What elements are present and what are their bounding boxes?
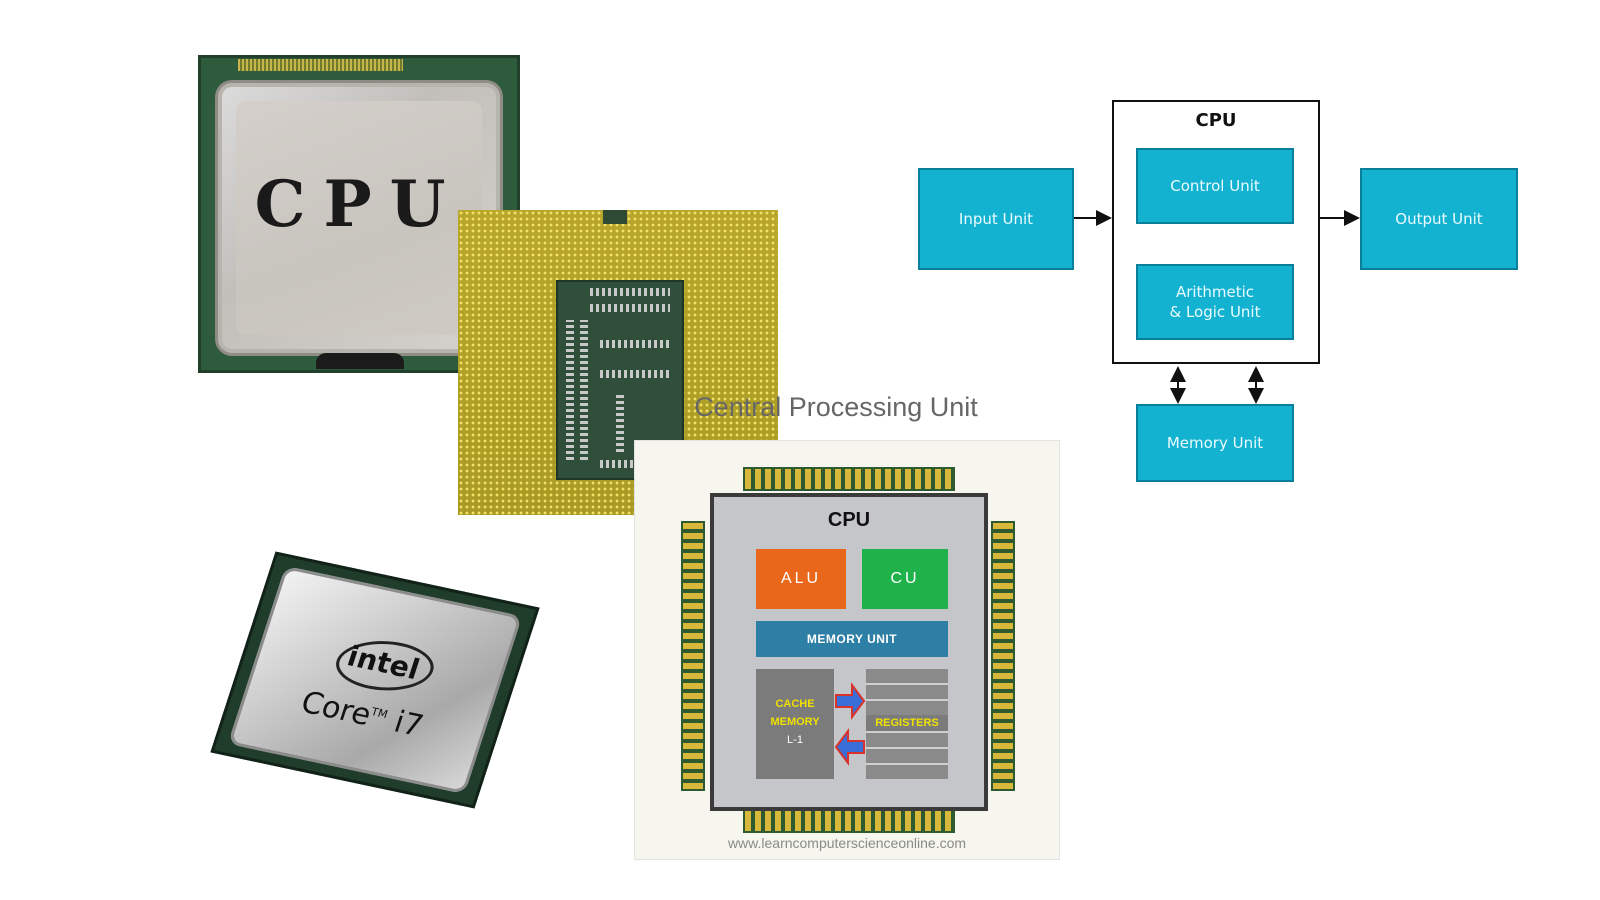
chip-notch [316,353,404,369]
package-cpu-label: CPU [827,509,871,531]
cu-block: CU [862,549,948,609]
cache-memory-block: CACHE MEMORY L-1 [756,669,834,779]
cpu-illustration-panel: CPU ALU CU MEMORY UNIT CACHE MEMORY L-1 … [634,440,1060,860]
alu-block: ALU [756,549,846,609]
alignment-slot [603,210,627,224]
smd-component-row [590,304,670,312]
i7-word: i7 [389,704,428,745]
cpu-chip-photo: CPU [198,55,520,373]
memory-unit-block-diagram: Memory Unit [1136,404,1294,482]
chip-contact-strip [238,59,403,71]
registers-label: REGISTERS [866,715,948,731]
bottom-pin-row [743,809,955,833]
smd-component-row [600,340,670,348]
intel-core-i7-photo: intel CoreTM i7 [210,551,540,809]
alu-unit-block: Arithmetic & Logic Unit [1136,264,1294,340]
smd-component-column [616,392,624,452]
cache-label-line1: CACHE [775,698,815,710]
memory-unit-block: MEMORY UNIT [756,621,948,657]
arrow-right-icon [835,682,866,720]
alu-label-line2: & Logic Unit [1169,303,1261,321]
cache-label-line2: MEMORY [770,716,820,728]
source-watermark: www.learncomputerscienceonline.com [727,835,967,851]
trademark-mark: TM [369,705,390,722]
arrow-left-icon [834,728,865,766]
left-pin-column [681,521,705,791]
right-pin-column [991,521,1015,791]
cpu-frame-label: CPU [1195,110,1237,131]
chip-cpu-label: CPU [254,167,464,242]
smd-component-column [566,320,574,460]
output-unit-block: Output Unit [1360,168,1518,270]
cpu-illustration-title: Central Processing Unit [694,392,978,422]
control-unit-block: Control Unit [1136,148,1294,224]
heat-spreader [218,83,500,353]
cache-level-label: L-1 [787,734,803,746]
underside-core-area [556,280,684,480]
heat-spreader-inner [236,101,482,335]
cpu-package: CPU ALU CU MEMORY UNIT CACHE MEMORY L-1 … [710,493,988,811]
input-unit-block: Input Unit [918,168,1074,270]
top-pin-row [743,467,955,491]
smd-component-row [600,370,670,378]
smd-component-row [590,288,670,296]
core-i7-text: CoreTM i7 [297,685,428,744]
cache-register-arrows [834,682,866,766]
alu-label-line1: Arithmetic [1175,283,1255,301]
registers-block: REGISTERS [866,669,948,779]
core-word: Core [296,685,376,733]
smd-component-column [580,320,588,460]
i7-heat-spreader: intel CoreTM i7 [227,565,523,795]
